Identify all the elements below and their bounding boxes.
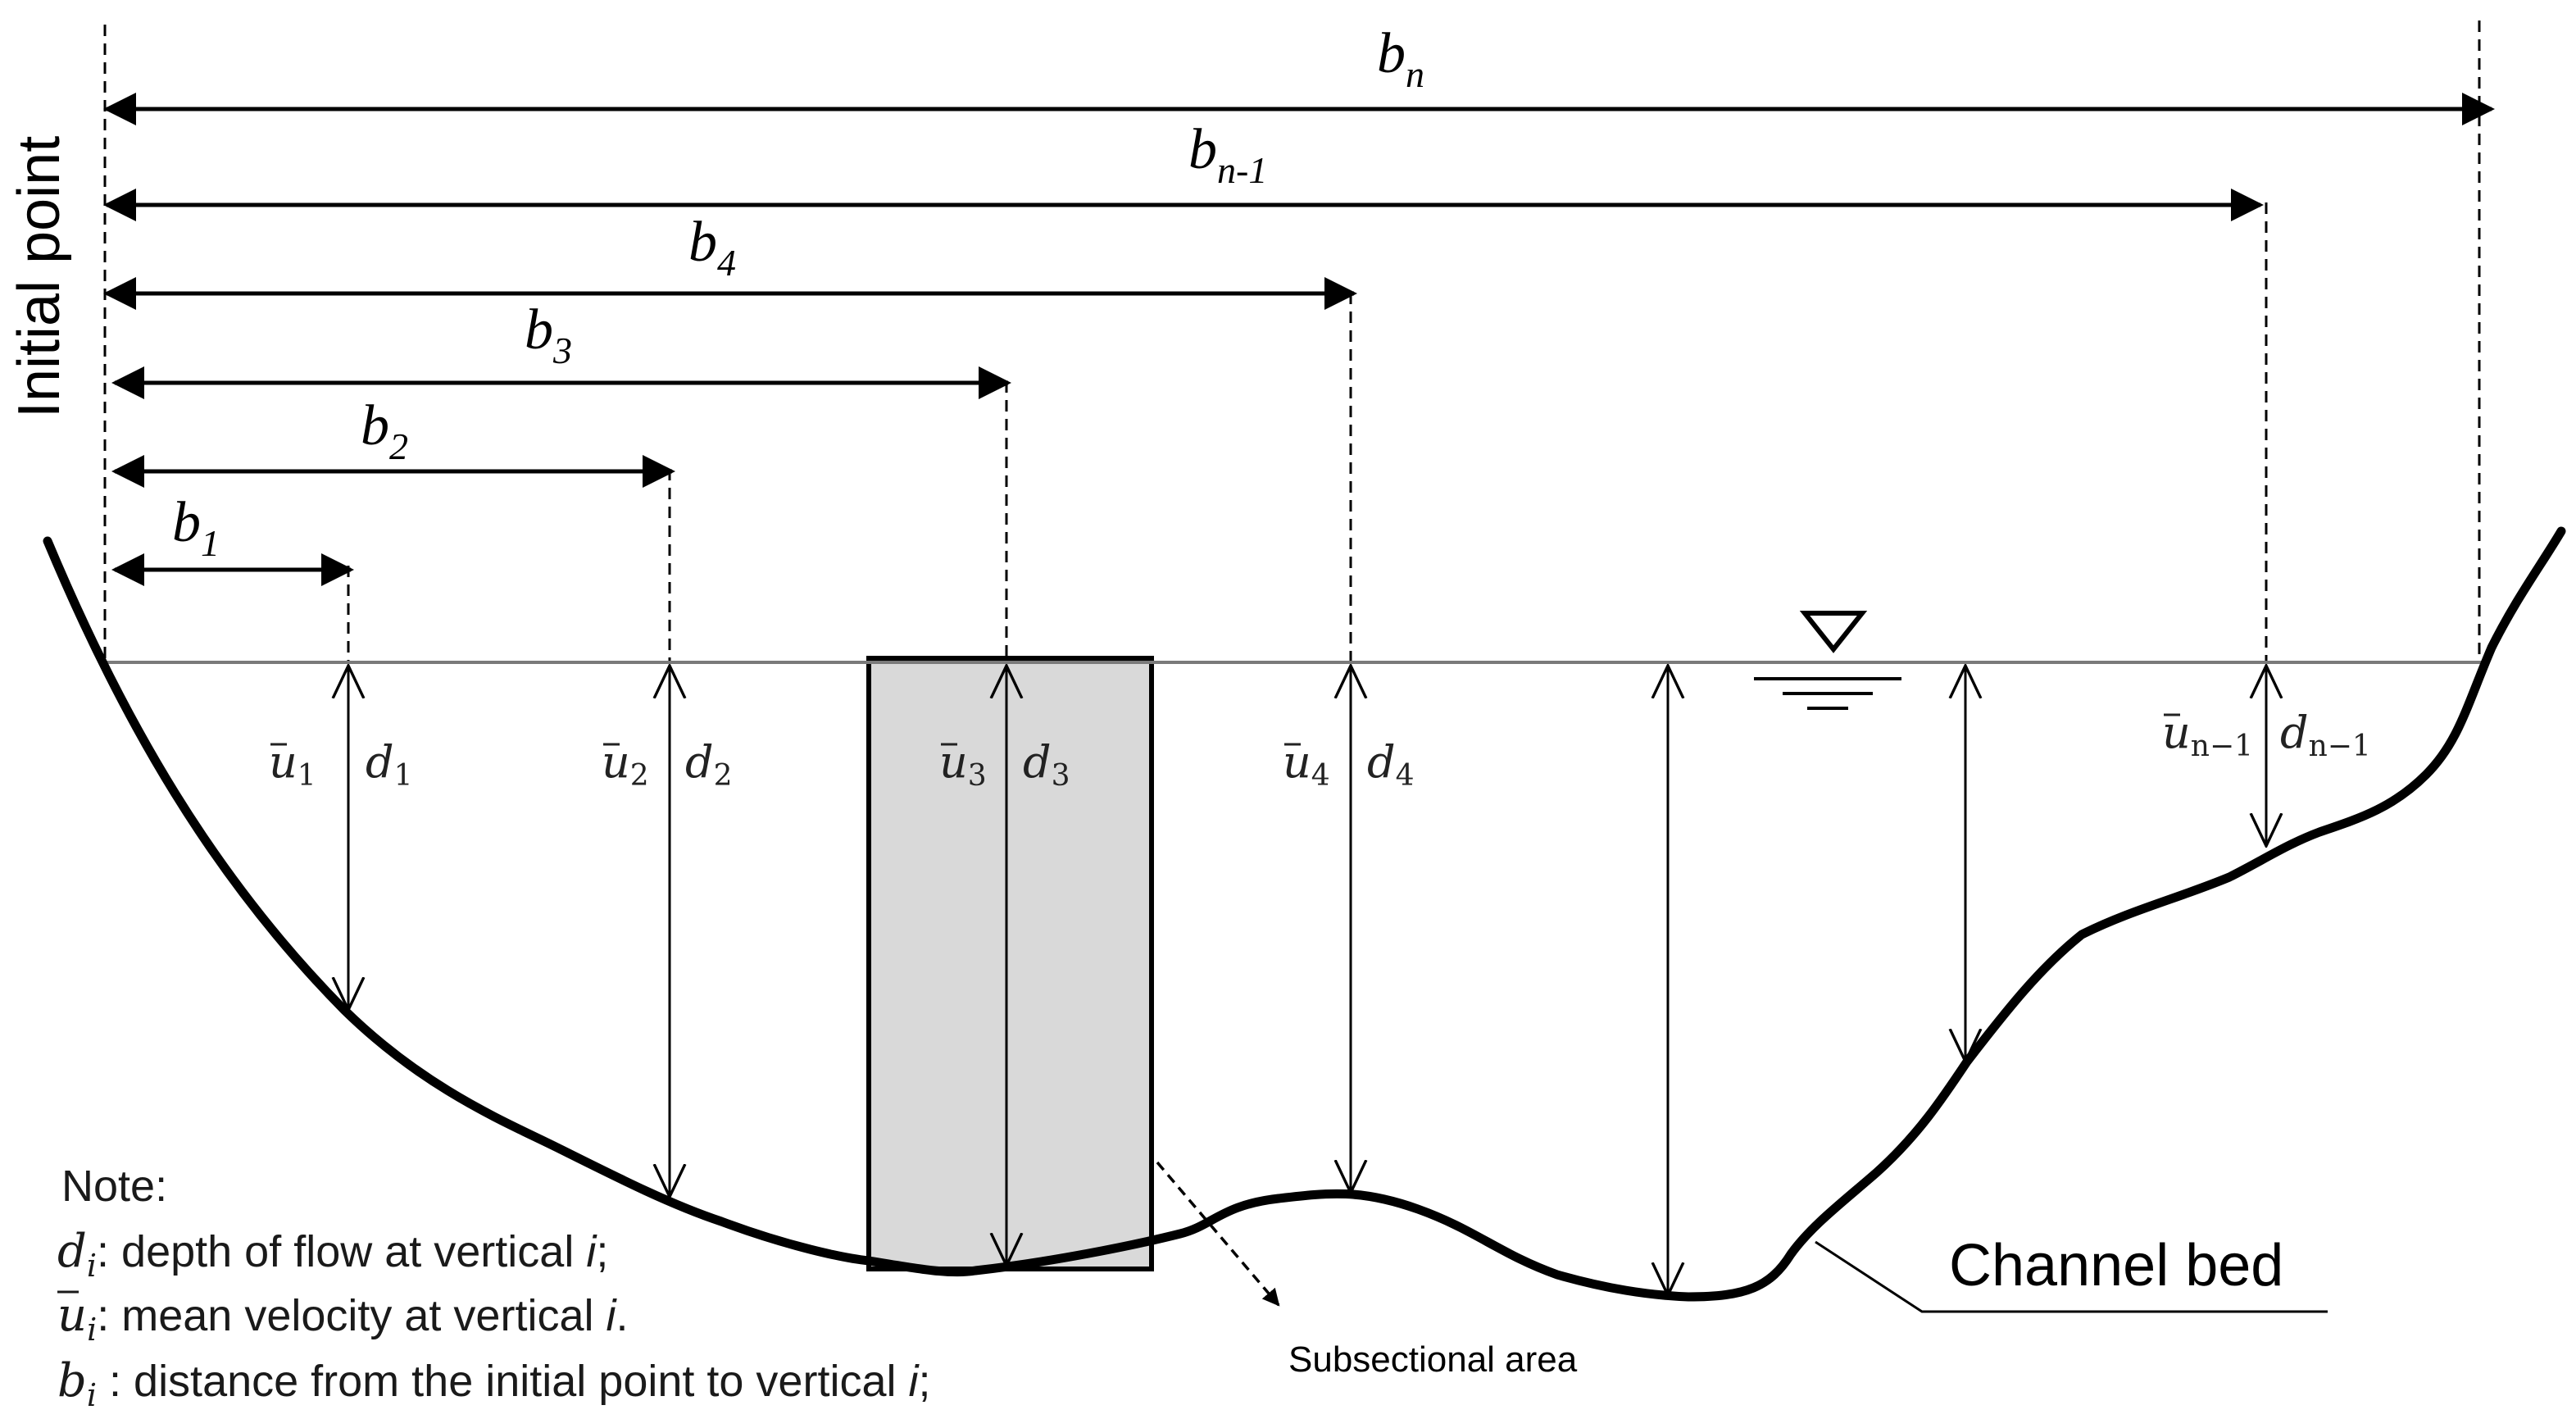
distance-label-bn-1: bn-1 <box>1188 118 1267 191</box>
svg-text:u1: u1 <box>269 736 316 793</box>
depth-label-dn-1: dn−1 <box>2280 707 2371 763</box>
vertical-drop-lines <box>347 202 2268 662</box>
water-level-icon <box>1754 611 1901 710</box>
distance-label-bn: bn <box>1377 22 1424 95</box>
note-line-distance: bi : distance from the initial point to … <box>57 1354 931 1413</box>
svg-text:u2: u2 <box>602 736 649 793</box>
note-line-depth: di: depth of flow at vertical i; <box>57 1225 608 1284</box>
channel-bed-profile <box>43 526 2566 1302</box>
svg-text:di: depth of flow at vertical: di: depth of flow at vertical i; <box>57 1225 608 1284</box>
subsectional-area-rect <box>866 656 1154 1271</box>
distance-label-b4: b4 <box>688 211 736 284</box>
subsection-pointer-arrow <box>1156 1161 1280 1307</box>
velocity-label-un-1: un−1 <box>2162 707 2253 763</box>
initial-point-label: Initial point <box>7 136 72 418</box>
depth-label-d2: d2 <box>685 736 732 793</box>
note-title: Note: <box>61 1162 167 1211</box>
distance-arrows <box>103 93 2495 586</box>
depth-label-d3: d3 <box>1023 736 1070 793</box>
distance-label-b3: b3 <box>525 298 572 371</box>
velocity-label-u1: u1 <box>269 736 316 793</box>
svg-text:un−1: un−1 <box>2162 707 2253 763</box>
depth-labels: d1 d2 d3 d4 dn−1 <box>366 707 2371 793</box>
velocity-label-u2: u2 <box>602 736 649 793</box>
channel-bed-label: Channel bed <box>1949 1233 2283 1298</box>
subsection-label: Subsectional area <box>1288 1339 1578 1380</box>
velocity-label-u3: u3 <box>939 736 987 793</box>
depth-label-d1: d1 <box>366 736 412 793</box>
distance-label-b1: b1 <box>172 491 220 564</box>
svg-text:u3: u3 <box>939 736 987 793</box>
svg-text:bi : distance from the initial: bi : distance from the initial point to … <box>57 1354 931 1413</box>
svg-text:u4: u4 <box>1283 736 1330 793</box>
depth-label-d4: d4 <box>1367 736 1414 793</box>
distance-label-b2: b2 <box>361 394 408 467</box>
channel-bed-leader <box>1815 1240 2328 1313</box>
svg-text:ui: mean velocity at vertical: ui: mean velocity at vertical i. <box>57 1289 629 1348</box>
note-block: Note: di: depth of flow at vertical i; u… <box>57 1162 931 1413</box>
note-line-velocity: ui: mean velocity at vertical i. <box>57 1289 629 1348</box>
depth-arrows <box>348 666 2266 1295</box>
velocity-labels: u1 u2 u3 u4 un−1 <box>269 707 2253 793</box>
velocity-label-u4: u4 <box>1283 736 1330 793</box>
